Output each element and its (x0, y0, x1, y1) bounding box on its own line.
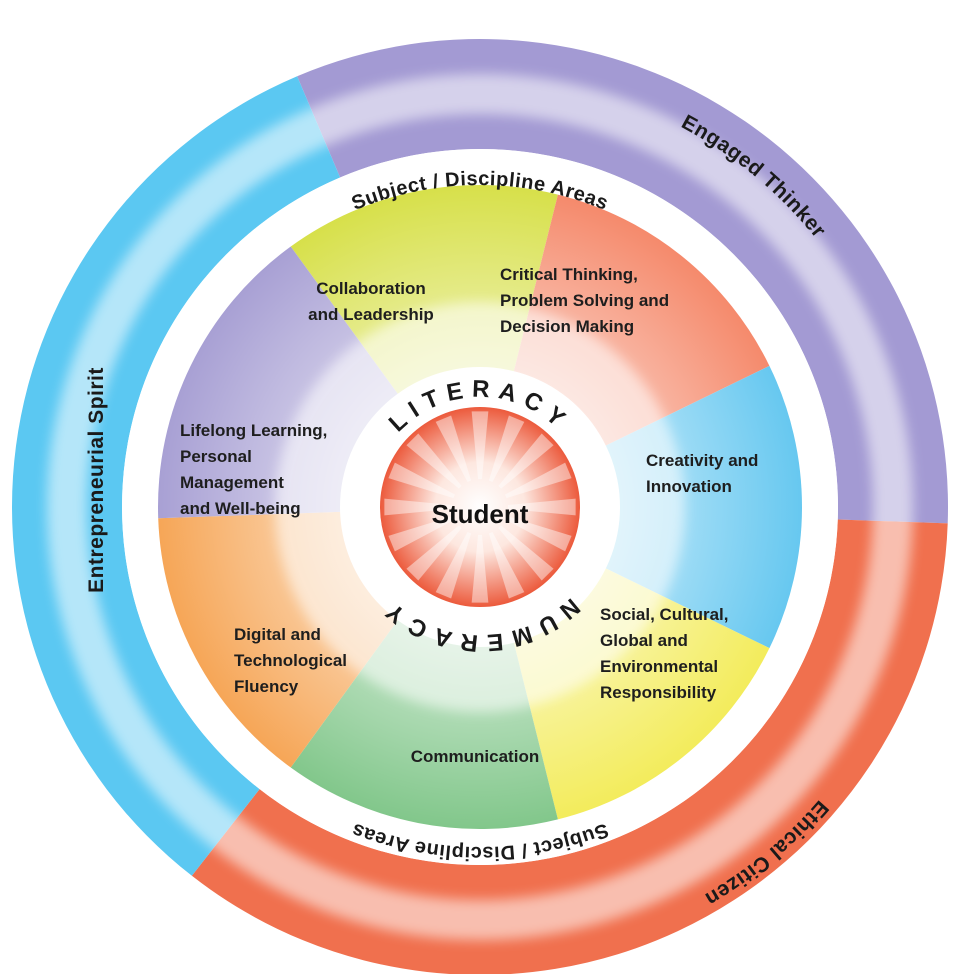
label-line: Social, Cultural, (600, 605, 728, 624)
label-line: Environmental (600, 657, 718, 676)
engaged-thinker-arc (297, 38, 948, 524)
student-label: Student (432, 499, 529, 529)
outer-ring-highlight (47, 74, 913, 940)
label-line: Collaboration (316, 279, 426, 298)
label-line: Innovation (646, 477, 732, 496)
label-line: Technological (234, 651, 347, 670)
core-ray (488, 532, 525, 599)
label-line: Problem Solving and (500, 291, 669, 310)
label-line: and Leadership (308, 305, 434, 324)
label-line: Lifelong Learning, (180, 421, 327, 440)
ethical-citizen-arc (191, 519, 948, 974)
core-ray (505, 515, 572, 552)
communication-label: Communication (411, 747, 539, 766)
core-ray (498, 433, 554, 489)
entrepreneurial-spirit-label: Entrepreneurial Spirit (85, 367, 108, 593)
label-line: Responsibility (600, 683, 717, 702)
label-line: Critical Thinking, (500, 265, 638, 284)
core-ray (388, 515, 455, 552)
label-line: Global and (600, 631, 688, 650)
core-circle (380, 407, 580, 607)
label-line: Creativity and (646, 451, 758, 470)
core-ray (406, 525, 462, 581)
label-line: Communication (411, 747, 539, 766)
core-ray (435, 415, 472, 482)
core-ray (471, 534, 489, 603)
collaboration-label: Collaboration and Leadership (308, 279, 434, 324)
label-line: Fluency (234, 677, 299, 696)
core-ray (406, 433, 462, 489)
core-rays (384, 411, 576, 603)
core-ray (507, 498, 576, 516)
label-line: Management (180, 473, 284, 492)
outer-ring (11, 38, 948, 974)
core-ray (488, 415, 525, 482)
core-ray (505, 462, 572, 499)
label-line: and Well-being (180, 499, 301, 518)
label-line: Decision Making (500, 317, 634, 336)
core-ray (471, 411, 489, 480)
core-ray (384, 498, 453, 516)
competency-labels: Collaboration and Leadership Critical Thin… (180, 265, 758, 766)
core-ray (498, 525, 554, 581)
label-line: Digital and (234, 625, 321, 644)
core-ray (435, 532, 472, 599)
core-ray (388, 462, 455, 499)
label-line: Personal (180, 447, 252, 466)
